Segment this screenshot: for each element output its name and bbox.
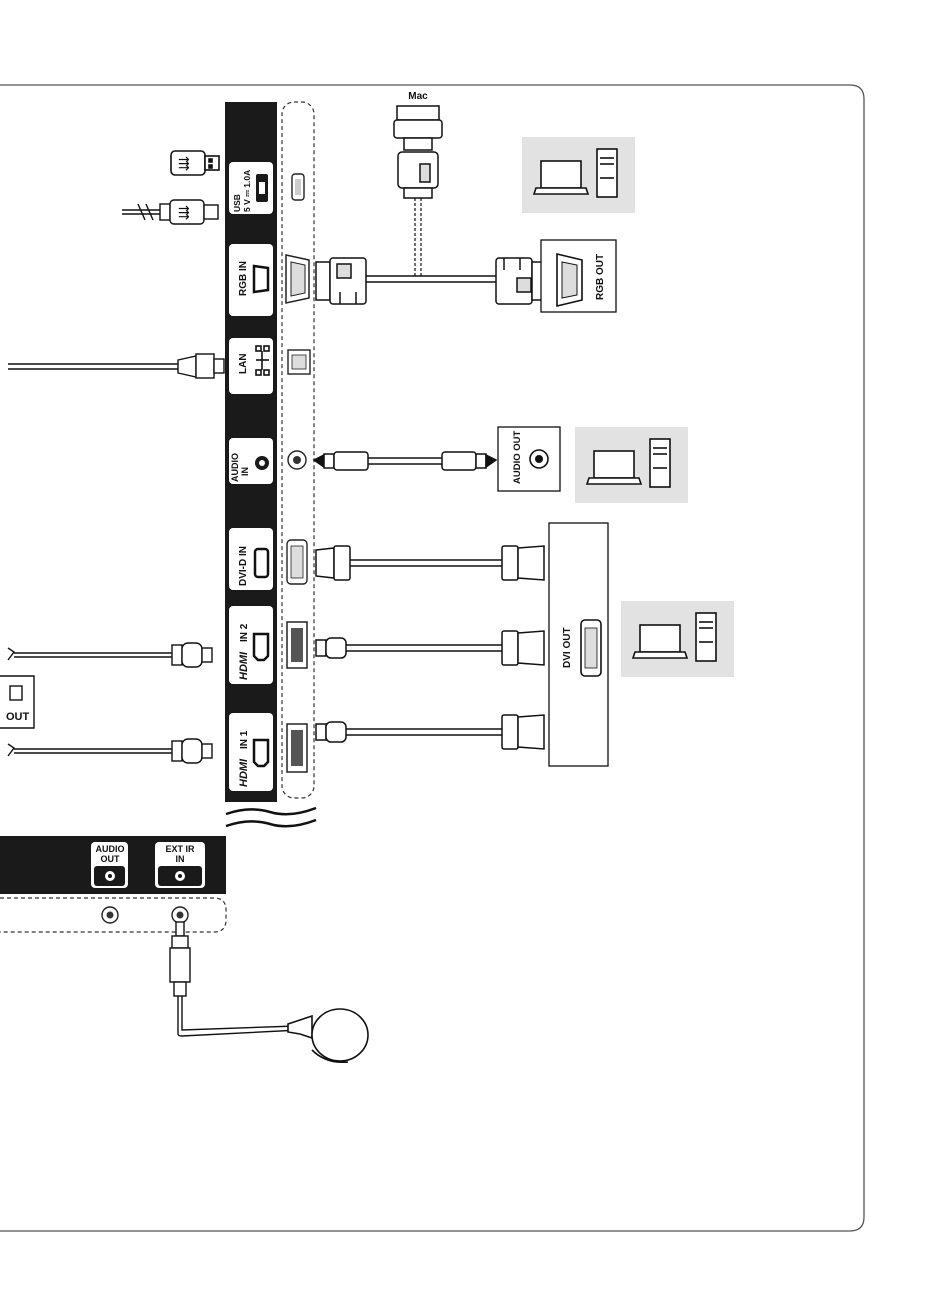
usb-slot: USB 5 V ⎓ 1.0A bbox=[229, 162, 273, 214]
hdmi-logo: HDMI bbox=[238, 651, 250, 680]
dvi-d-in-label: DVI-D IN bbox=[238, 546, 249, 586]
dvi-cable bbox=[316, 546, 544, 580]
computer-group-2 bbox=[575, 427, 688, 503]
desktop-tower-icon bbox=[597, 149, 617, 197]
computer-group-3 bbox=[621, 601, 734, 677]
audio-out-label-2: OUT bbox=[101, 854, 121, 864]
partial-out-label: OUT bbox=[6, 711, 30, 723]
hdmi-in-2-slot: HDMI IN 2 bbox=[229, 606, 273, 684]
partial-out-box: OUT bbox=[0, 676, 34, 728]
desktop-tower-icon bbox=[650, 439, 670, 487]
audio-in-slot: AUDIO IN bbox=[229, 438, 273, 484]
dvi-d-in-slot: DVI-D IN bbox=[229, 528, 273, 590]
audio-in-label-2: IN bbox=[240, 467, 250, 476]
computer-group-1 bbox=[522, 137, 635, 213]
hdmi-logo: HDMI bbox=[238, 758, 250, 787]
rgb-out-box: RGB OUT bbox=[541, 240, 616, 312]
break-wave bbox=[226, 808, 316, 826]
audio-out-label-1: AUDIO bbox=[96, 844, 125, 854]
hdmi-to-dvi-cable-1 bbox=[316, 715, 544, 749]
usb-label: USB bbox=[232, 194, 242, 212]
hdmi-cable-2 bbox=[8, 643, 212, 667]
ext-ir-label-2: IN bbox=[176, 854, 185, 864]
lan-slot: LAN bbox=[229, 338, 273, 394]
rgb-out-label: RGB OUT bbox=[595, 254, 606, 300]
hdmi-in-2-label: IN 2 bbox=[239, 623, 250, 642]
dvi-out-label: DVI OUT bbox=[562, 627, 573, 668]
laptop-icon bbox=[633, 625, 687, 658]
mac-dashed-cable bbox=[415, 198, 421, 277]
audio-cable bbox=[314, 452, 496, 470]
usb-cable bbox=[122, 200, 218, 224]
usb-icon: ⇶ bbox=[178, 204, 190, 220]
bottom-jacks bbox=[102, 907, 188, 923]
rgb-in-label: RGB IN bbox=[238, 261, 249, 296]
usb-icon: ⇶ bbox=[178, 155, 190, 171]
ext-ir-label-1: EXT IR bbox=[165, 844, 195, 854]
dvi-out-box: DVI OUT bbox=[549, 523, 608, 766]
hdmi-in-1-slot: HDMI IN 1 bbox=[229, 713, 273, 791]
audio-in-label-1: AUDIO bbox=[230, 453, 240, 482]
audio-out-box: AUDIO OUT bbox=[498, 427, 560, 491]
usb-rating: 5 V ⎓ 1.0A bbox=[242, 170, 252, 212]
lan-label: LAN bbox=[238, 353, 249, 374]
laptop-icon bbox=[534, 161, 588, 194]
page-frame bbox=[0, 85, 864, 1231]
ir-receiver-cable bbox=[170, 922, 300, 1036]
laptop-icon bbox=[587, 451, 641, 484]
hdmi-to-dvi-cable-2 bbox=[316, 631, 544, 665]
ext-ir-in-slot: EXT IR IN bbox=[155, 842, 205, 888]
ir-receiver-icon bbox=[288, 1009, 368, 1062]
rgb-in-slot: RGB IN bbox=[229, 244, 273, 316]
hdmi-cable-1 bbox=[8, 739, 212, 763]
audio-out-slot: AUDIO OUT bbox=[91, 842, 128, 888]
mac-adapter bbox=[394, 106, 442, 198]
audio-out-ext-label: AUDIO OUT bbox=[512, 431, 523, 485]
desktop-tower-icon bbox=[696, 613, 716, 661]
mac-label: Mac bbox=[408, 91, 428, 102]
lan-cable bbox=[8, 354, 224, 378]
port-shapes bbox=[286, 174, 310, 772]
rgb-cable bbox=[316, 258, 546, 304]
port-strip bbox=[282, 102, 314, 798]
hdmi-in-1-label: IN 1 bbox=[239, 730, 250, 749]
